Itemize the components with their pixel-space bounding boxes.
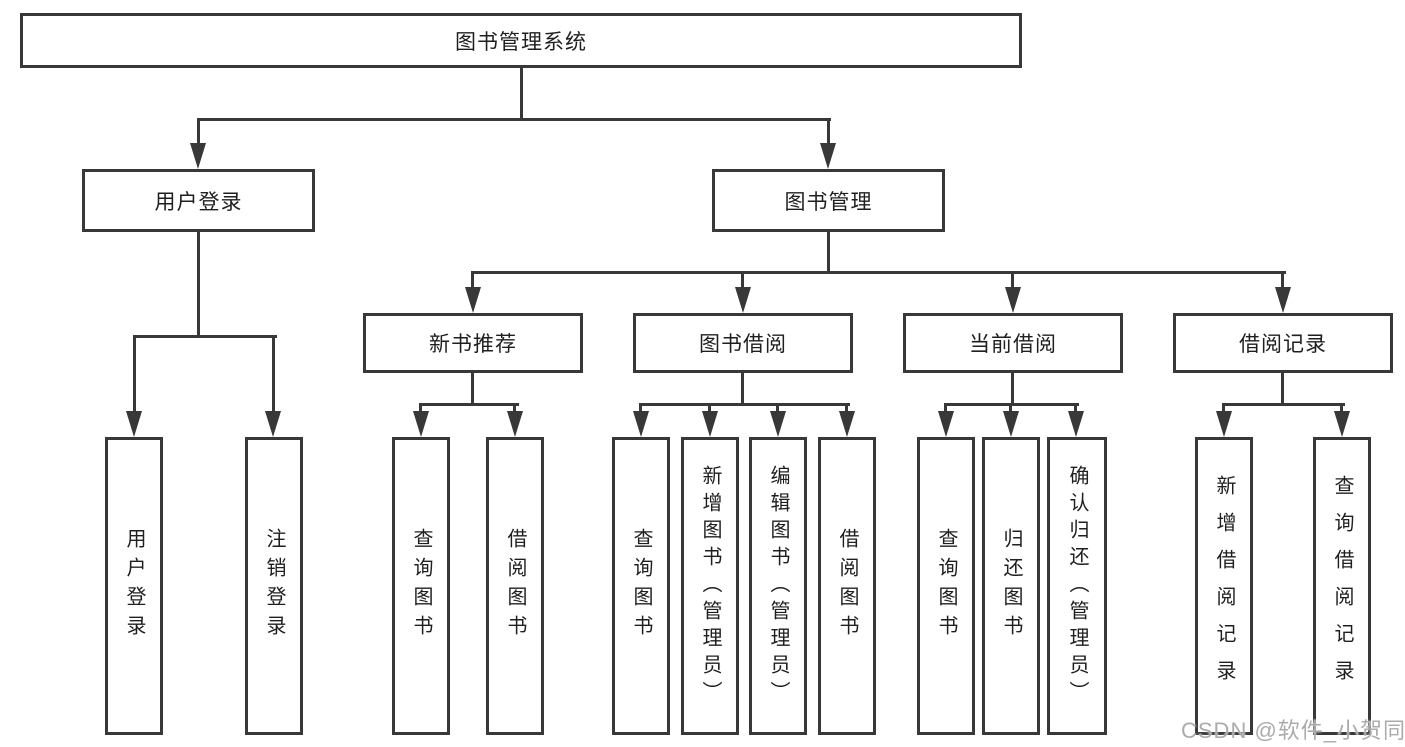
node-book-borrow: 图书借阅	[633, 313, 853, 373]
node-root: 图书管理系统	[20, 13, 1022, 68]
arrow-down-icon	[190, 143, 206, 169]
connector-stub-leaf	[944, 403, 947, 415]
leaf-label: 确认归还（管理员）	[1066, 464, 1088, 708]
arrow-down-icon	[1003, 411, 1019, 437]
node-new-book-recommend-label: 新书推荐	[429, 333, 517, 356]
connector-stub-leaf	[639, 403, 642, 415]
connector-leaf-horizontal	[639, 403, 850, 406]
arrow-down-icon	[1005, 287, 1021, 313]
arrow-down-icon	[938, 411, 954, 437]
connector-stub-level3	[1281, 271, 1284, 289]
connector-stub-leaf	[776, 403, 779, 415]
node-user-login: 用户登录	[82, 169, 315, 232]
csdn-watermark: CSDN @软件_小贺同学	[1181, 718, 1405, 743]
leaf-logout: 注销登录	[245, 437, 303, 735]
leaf-borrow-books-recommend: 借阅图书	[486, 437, 544, 735]
leaf-add-borrow-record: 新增借阅记录	[1195, 437, 1253, 735]
node-book-borrow-label: 图书借阅	[699, 333, 787, 356]
arrow-down-icon	[126, 411, 142, 437]
arrow-down-icon	[770, 411, 786, 437]
arrow-down-icon	[1068, 411, 1084, 437]
leaf-borrow-books-borrow: 借阅图书	[818, 437, 876, 735]
leaf-label: 注销登录	[263, 528, 285, 644]
leaf-label: 用户登录	[123, 528, 145, 644]
connector-stub-leaf	[845, 403, 848, 415]
connector-stub-leaf	[1074, 403, 1077, 415]
connector-stub-leaf	[1222, 403, 1225, 415]
connector-stub-leaf	[708, 403, 711, 415]
leaf-return-books: 归还图书	[982, 437, 1040, 735]
node-user-login-label: 用户登录	[154, 190, 243, 214]
leaf-query-books-current: 查询图书	[917, 437, 975, 735]
connector-l3-down	[1011, 373, 1014, 405]
connector-stub-leaf	[1009, 403, 1012, 415]
arrow-down-icon	[507, 411, 523, 437]
leaf-label: 归还图书	[1000, 528, 1022, 644]
connector-leaf-horizontal	[419, 403, 519, 406]
connector-user-login-down	[197, 232, 200, 338]
node-current-borrow-label: 当前借阅	[969, 333, 1057, 356]
connector-l3-down	[471, 373, 474, 405]
connector-book-management-down	[827, 232, 830, 274]
node-borrow-records: 借阅记录	[1173, 313, 1393, 373]
connector-stub-level3	[1011, 271, 1014, 289]
node-book-management-label: 图书管理	[784, 190, 873, 214]
connector-stub-leaf	[272, 335, 275, 413]
connector-l3-down	[1281, 373, 1284, 405]
leaf-label: 借阅图书	[504, 528, 526, 644]
connector-l3-down	[741, 373, 744, 405]
arrow-down-icon	[735, 287, 751, 313]
connector-root-down	[520, 68, 523, 120]
arrow-down-icon	[1275, 287, 1291, 313]
leaf-label: 查询借阅记录	[1331, 475, 1353, 697]
leaf-label: 查询图书	[935, 528, 957, 644]
connector-stub-level3	[741, 271, 744, 289]
connector-stub-leaf	[1340, 403, 1343, 415]
node-book-management: 图书管理	[712, 169, 945, 232]
leaf-edit-book-admin: 编辑图书（管理员）	[749, 437, 807, 735]
leaf-label: 查询图书	[630, 528, 652, 644]
connector-user-login-horizontal	[133, 335, 277, 338]
connector-leaf-horizontal	[1222, 403, 1345, 406]
arrow-down-icon	[702, 411, 718, 437]
arrow-down-icon	[265, 411, 281, 437]
arrow-down-icon	[465, 287, 481, 313]
leaf-label: 新增图书（管理员）	[699, 464, 721, 708]
connector-stub-level3	[471, 271, 474, 289]
node-root-label: 图书管理系统	[455, 30, 587, 54]
leaf-query-borrow-record: 查询借阅记录	[1313, 437, 1371, 735]
arrow-down-icon	[820, 143, 836, 169]
leaf-query-books-recommend: 查询图书	[392, 437, 450, 735]
connector-stub-user-login	[197, 118, 200, 146]
arrow-down-icon	[633, 411, 649, 437]
leaf-label: 借阅图书	[836, 528, 858, 644]
connector-level3-horizontal	[471, 271, 1286, 274]
leaf-query-books-borrow: 查询图书	[612, 437, 670, 735]
arrow-down-icon	[1334, 411, 1350, 437]
leaf-label: 新增借阅记录	[1213, 475, 1235, 697]
connector-stub-leaf	[133, 335, 136, 413]
connector-stub-leaf	[513, 403, 516, 415]
connector-level2-horizontal	[197, 118, 831, 121]
leaf-confirm-return-admin: 确认归还（管理员）	[1047, 437, 1107, 735]
leaf-label: 查询图书	[410, 528, 432, 644]
leaf-label: 编辑图书（管理员）	[767, 464, 789, 708]
node-borrow-records-label: 借阅记录	[1239, 333, 1327, 356]
arrow-down-icon	[413, 411, 429, 437]
arrow-down-icon	[1216, 411, 1232, 437]
leaf-add-book-admin: 新增图书（管理员）	[681, 437, 739, 735]
leaf-user-login: 用户登录	[105, 437, 163, 735]
connector-stub-leaf	[419, 403, 422, 415]
node-current-borrow: 当前借阅	[903, 313, 1123, 373]
arrow-down-icon	[839, 411, 855, 437]
node-new-book-recommend: 新书推荐	[363, 313, 583, 373]
connector-stub-book-management	[827, 118, 830, 146]
